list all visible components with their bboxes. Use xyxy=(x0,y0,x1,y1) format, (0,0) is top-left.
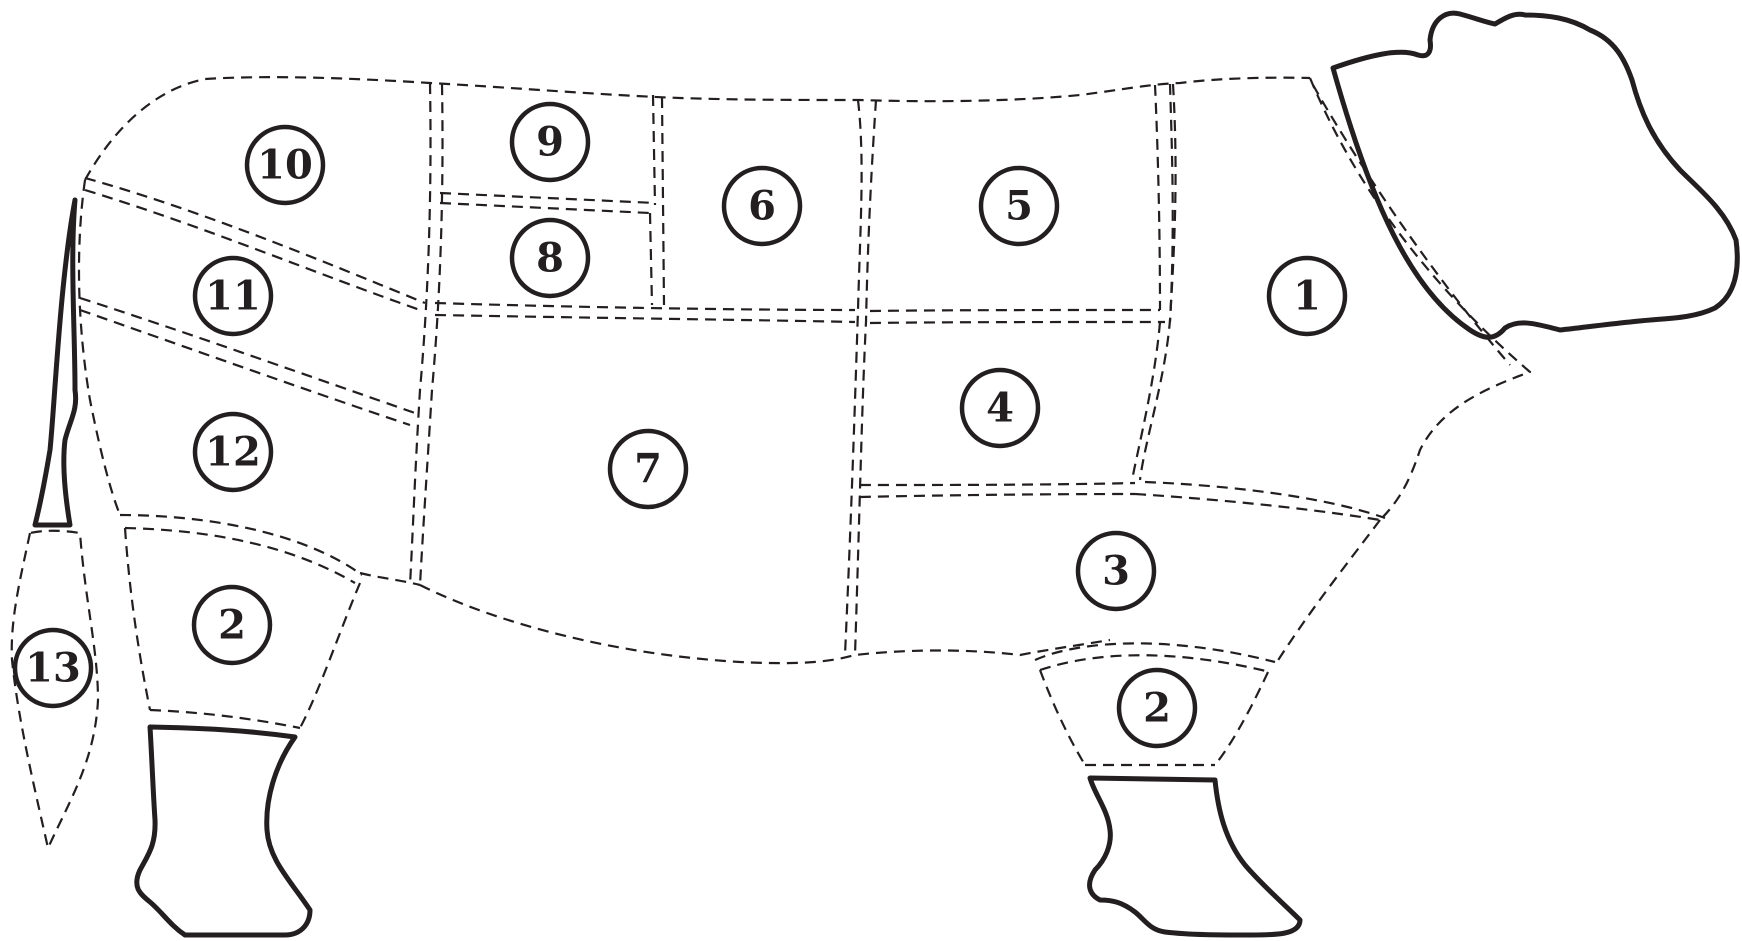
cut-badge-1: 1 xyxy=(1269,258,1345,334)
hind-hoof-outline xyxy=(137,727,310,935)
division-line xyxy=(653,95,655,205)
head-outline xyxy=(1333,13,1737,337)
division-line xyxy=(410,83,431,585)
division-line xyxy=(120,515,362,575)
cut-badge-7: 7 xyxy=(610,431,686,507)
division-line xyxy=(1035,643,1275,662)
division-line xyxy=(300,583,360,728)
division-line xyxy=(440,203,650,213)
svg-text:3: 3 xyxy=(1102,548,1130,595)
svg-text:11: 11 xyxy=(205,273,261,320)
division-line xyxy=(860,494,1135,497)
cut-badge-11: 11 xyxy=(195,258,271,334)
division-line xyxy=(1155,85,1160,310)
division-line xyxy=(662,97,664,305)
division-line xyxy=(870,322,1165,323)
division-line xyxy=(435,303,855,310)
division-line xyxy=(1215,672,1268,765)
svg-text:2: 2 xyxy=(1143,685,1171,732)
division-line xyxy=(1275,520,1380,665)
svg-text:8: 8 xyxy=(536,235,564,282)
svg-text:6: 6 xyxy=(748,183,776,230)
cut-badge-12: 12 xyxy=(195,414,271,490)
svg-text:4: 4 xyxy=(986,385,1014,432)
division-line xyxy=(650,213,652,305)
division-line xyxy=(1132,322,1160,480)
division-line xyxy=(860,483,1135,485)
cut-badge-4: 4 xyxy=(962,370,1038,446)
fore-hoof-outline xyxy=(1090,778,1300,935)
cut-badge-6: 6 xyxy=(724,168,800,244)
division-line xyxy=(435,315,855,322)
cut-badge-8: 8 xyxy=(512,220,588,296)
cut-badge-10: 10 xyxy=(247,127,323,203)
tail-outline xyxy=(35,200,76,525)
division-line xyxy=(125,528,150,710)
svg-text:1: 1 xyxy=(1293,273,1321,320)
cut-badge-2-hind: 2 xyxy=(194,587,270,663)
hind-leg-outline xyxy=(79,180,120,515)
belly-line xyxy=(420,585,1110,663)
cut-badge-2-fore: 2 xyxy=(1119,670,1195,746)
division-line xyxy=(1040,670,1085,765)
svg-text:5: 5 xyxy=(1005,183,1033,230)
svg-text:10: 10 xyxy=(257,142,313,189)
division-line xyxy=(1145,482,1385,518)
cut-badge-3: 3 xyxy=(1078,533,1154,609)
cut-badge-9: 9 xyxy=(512,104,588,180)
svg-text:2: 2 xyxy=(218,602,246,649)
division-line xyxy=(125,528,355,583)
svg-text:9: 9 xyxy=(536,119,564,166)
division-line xyxy=(870,310,1160,311)
division-line xyxy=(1313,85,1510,365)
division-line xyxy=(440,193,655,203)
division-line xyxy=(855,100,876,655)
svg-text:7: 7 xyxy=(634,446,662,493)
division-line xyxy=(845,100,862,655)
svg-text:12: 12 xyxy=(205,429,261,476)
cut-badge-5: 5 xyxy=(981,168,1057,244)
svg-text:13: 13 xyxy=(25,645,81,692)
cut-badge-13: 13 xyxy=(15,630,91,706)
